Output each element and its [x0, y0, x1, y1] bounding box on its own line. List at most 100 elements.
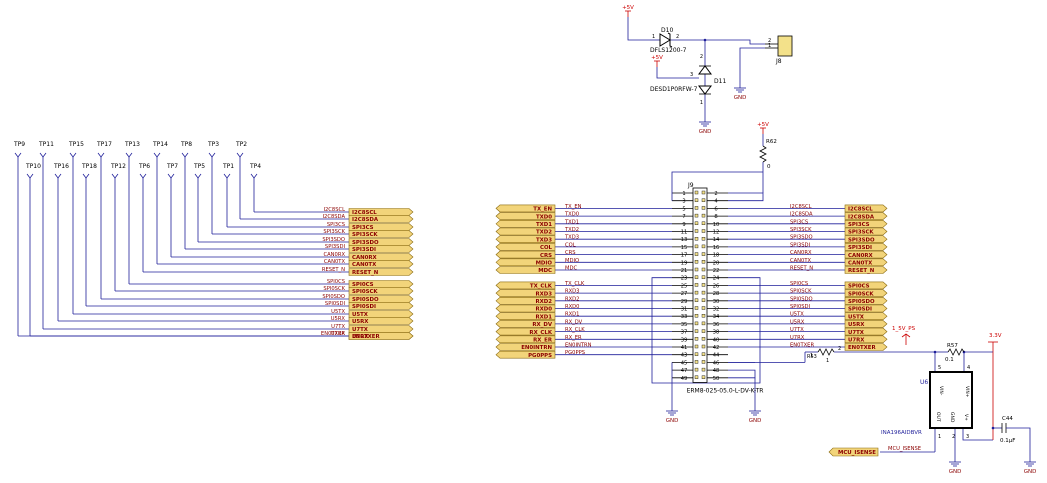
net-port	[495, 350, 556, 359]
net-port-label: SPI3SDI	[352, 247, 376, 253]
diode-d10-cathode	[667, 32, 673, 48]
net-port	[495, 343, 556, 351]
connector-pin	[694, 252, 699, 256]
net-name: TXD3	[564, 235, 579, 241]
pin-number: 28	[713, 291, 720, 297]
net-port-label: SPI3SCK	[848, 230, 874, 236]
net-port-label: RX_ER	[533, 338, 553, 344]
net-port-label: CAN0RX	[848, 253, 874, 259]
pin-number: 18	[713, 253, 720, 259]
wire	[1006, 427, 1031, 456]
connector-pin	[694, 260, 699, 264]
net-name: RX_DV	[565, 319, 583, 325]
tp-label-TP14: TP14	[152, 141, 168, 148]
net-name: RESET_N	[322, 267, 345, 273]
tp-label-TP6: TP6	[138, 163, 150, 170]
wire	[656, 67, 699, 79]
net-name: U5TX	[331, 309, 345, 315]
connector-pin	[694, 267, 699, 272]
pin-number: 9	[682, 222, 685, 228]
net-port	[348, 253, 414, 261]
pin-number: 24	[713, 276, 720, 282]
net-port	[348, 260, 414, 268]
net-name: RX_CLK	[565, 327, 585, 333]
resistor-r62	[759, 145, 767, 163]
r53-pin2: 2	[838, 346, 841, 352]
net-name: CAN0TX	[790, 258, 812, 264]
connector-pin	[701, 221, 706, 226]
pin-number: 37	[681, 330, 688, 336]
v15-label: 1_5V_PS	[892, 326, 916, 332]
d11-pin1: 1	[700, 100, 703, 106]
testpoint-symbol	[69, 152, 77, 158]
tp-label-TP12: TP12	[110, 163, 126, 170]
d10-val: DFLS1200-7	[650, 47, 687, 54]
tp-label-TP2: TP2	[235, 141, 247, 148]
testpoint-symbol	[26, 173, 34, 179]
testpoint-symbol	[82, 173, 90, 179]
connector-pin	[694, 298, 699, 302]
testpoint-symbol	[194, 173, 202, 179]
d11-pin3: 3	[690, 72, 693, 78]
testpoint-symbol	[223, 173, 231, 179]
u6-pin5: 5	[938, 365, 941, 371]
net-name: TXD1	[564, 219, 579, 225]
net-port	[844, 312, 888, 321]
net-port-label: SPI0SDI	[352, 304, 376, 310]
connector-part: ERM8-025-05.0-L-DV-K-TR	[687, 388, 764, 395]
net-port-label: SPI0SCK	[848, 291, 874, 297]
tp-label-TP8: TP8	[180, 141, 192, 148]
net-port-label: TXD0	[536, 214, 552, 220]
pin-number: 41	[681, 345, 688, 351]
r62-ref: R62	[766, 139, 777, 145]
pin-number: 15	[681, 245, 688, 251]
net-port	[844, 327, 888, 336]
net-port	[495, 296, 556, 305]
connector-pin	[701, 229, 706, 233]
connector-j8	[777, 35, 793, 57]
net-name: SPI3SDI	[790, 242, 811, 248]
connector-pin	[701, 213, 706, 218]
net-name: CRS	[565, 250, 576, 256]
pin-number: 31	[681, 307, 688, 313]
net-port	[495, 327, 556, 336]
pin-number: 4	[714, 199, 718, 205]
net-port	[844, 335, 888, 344]
connector-pin	[701, 360, 706, 364]
net-port	[348, 325, 414, 333]
net-port	[844, 281, 888, 290]
net-port	[348, 302, 414, 310]
net-name: SPI0SDO	[790, 296, 813, 302]
pin-number: 45	[681, 360, 688, 366]
j8-pin2: 2	[768, 38, 771, 44]
net-port-label: TXD1	[536, 222, 552, 228]
net-port-label: RXD3	[535, 291, 552, 297]
connector-pin	[694, 275, 699, 279]
connector-pin	[701, 244, 706, 249]
net-port	[495, 220, 556, 228]
net-name: MCU_ISENSE	[888, 446, 921, 452]
tp-label-TP3: TP3	[207, 141, 219, 148]
net-port-label: SPI3SDI	[848, 245, 872, 251]
tp-label-TP10: TP10	[25, 163, 41, 170]
tp-label-TP16: TP16	[53, 163, 69, 170]
tp-label-TP11: TP11	[38, 141, 54, 148]
connector-pin	[701, 198, 706, 202]
net-port	[844, 289, 888, 297]
pin-number: 27	[681, 291, 688, 297]
net-port	[844, 296, 888, 305]
net-port	[495, 320, 556, 328]
power-label: +5V	[622, 5, 634, 11]
pin-number: 21	[681, 268, 688, 274]
net-port-label: TX_CLK	[530, 284, 553, 290]
connector-pin	[701, 267, 706, 272]
net-name: SPI0SDO	[322, 294, 345, 300]
net-name: U7RX	[331, 331, 346, 337]
testpoint-symbol	[125, 152, 133, 158]
net-name: U5RX	[790, 319, 805, 325]
net-name: SPI3CS	[790, 219, 808, 225]
connector-pin	[694, 213, 699, 218]
u6-pin3: 3	[966, 434, 969, 440]
power-label: +5V	[757, 122, 769, 128]
pin-number: 25	[681, 283, 688, 289]
